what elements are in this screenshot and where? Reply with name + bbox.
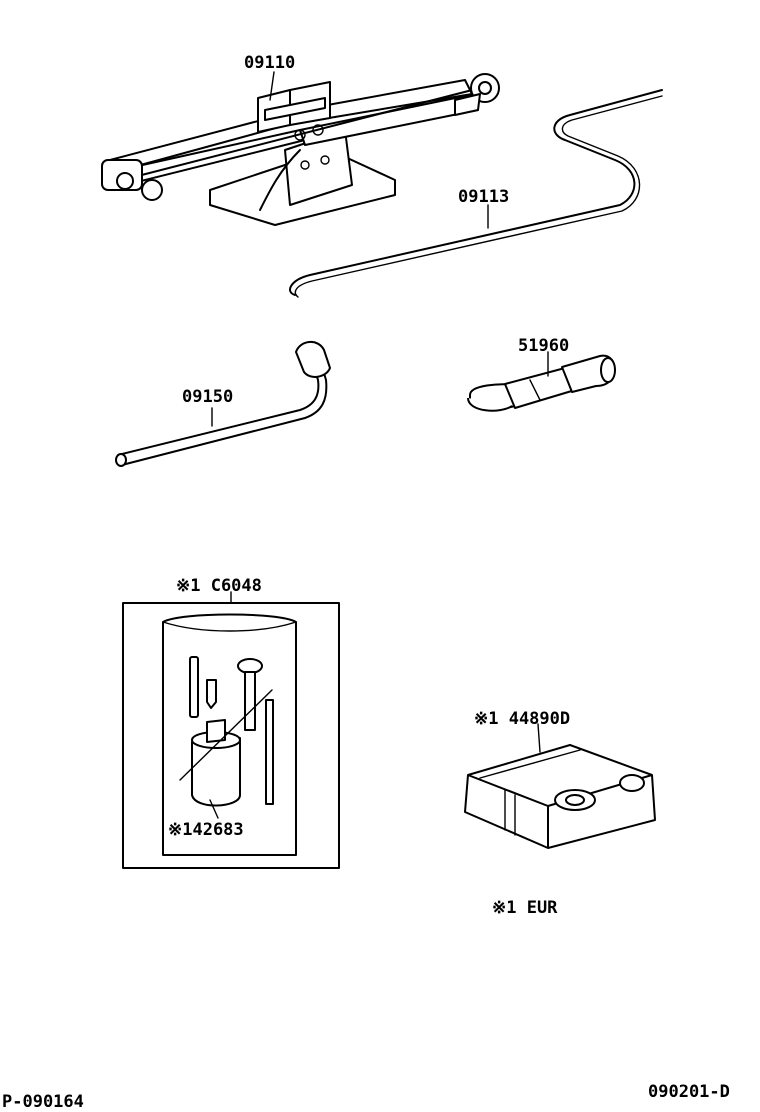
towing-eye bbox=[467, 354, 616, 412]
label-eye: 51960 bbox=[518, 336, 569, 356]
label-kit: ※1 C6048 bbox=[176, 576, 262, 596]
compressor bbox=[464, 723, 656, 849]
label-compressor: ※1 44890D bbox=[474, 709, 570, 729]
label-wrench: 09150 bbox=[182, 387, 233, 407]
jack-handle bbox=[289, 89, 663, 298]
leader-jack bbox=[269, 71, 275, 101]
note-eur: ※1 EUR bbox=[492, 898, 558, 918]
label-handle: 09113 bbox=[458, 187, 509, 207]
repair-kit bbox=[122, 591, 340, 869]
label-jack: 09110 bbox=[244, 53, 295, 73]
wheel-wrench bbox=[115, 341, 331, 467]
footer-left-code: P-090164 bbox=[2, 1092, 84, 1112]
footer-right-code: 090201-D bbox=[648, 1082, 730, 1102]
label-sealant: ※142683 bbox=[168, 820, 244, 840]
scissor-jack bbox=[101, 73, 500, 226]
